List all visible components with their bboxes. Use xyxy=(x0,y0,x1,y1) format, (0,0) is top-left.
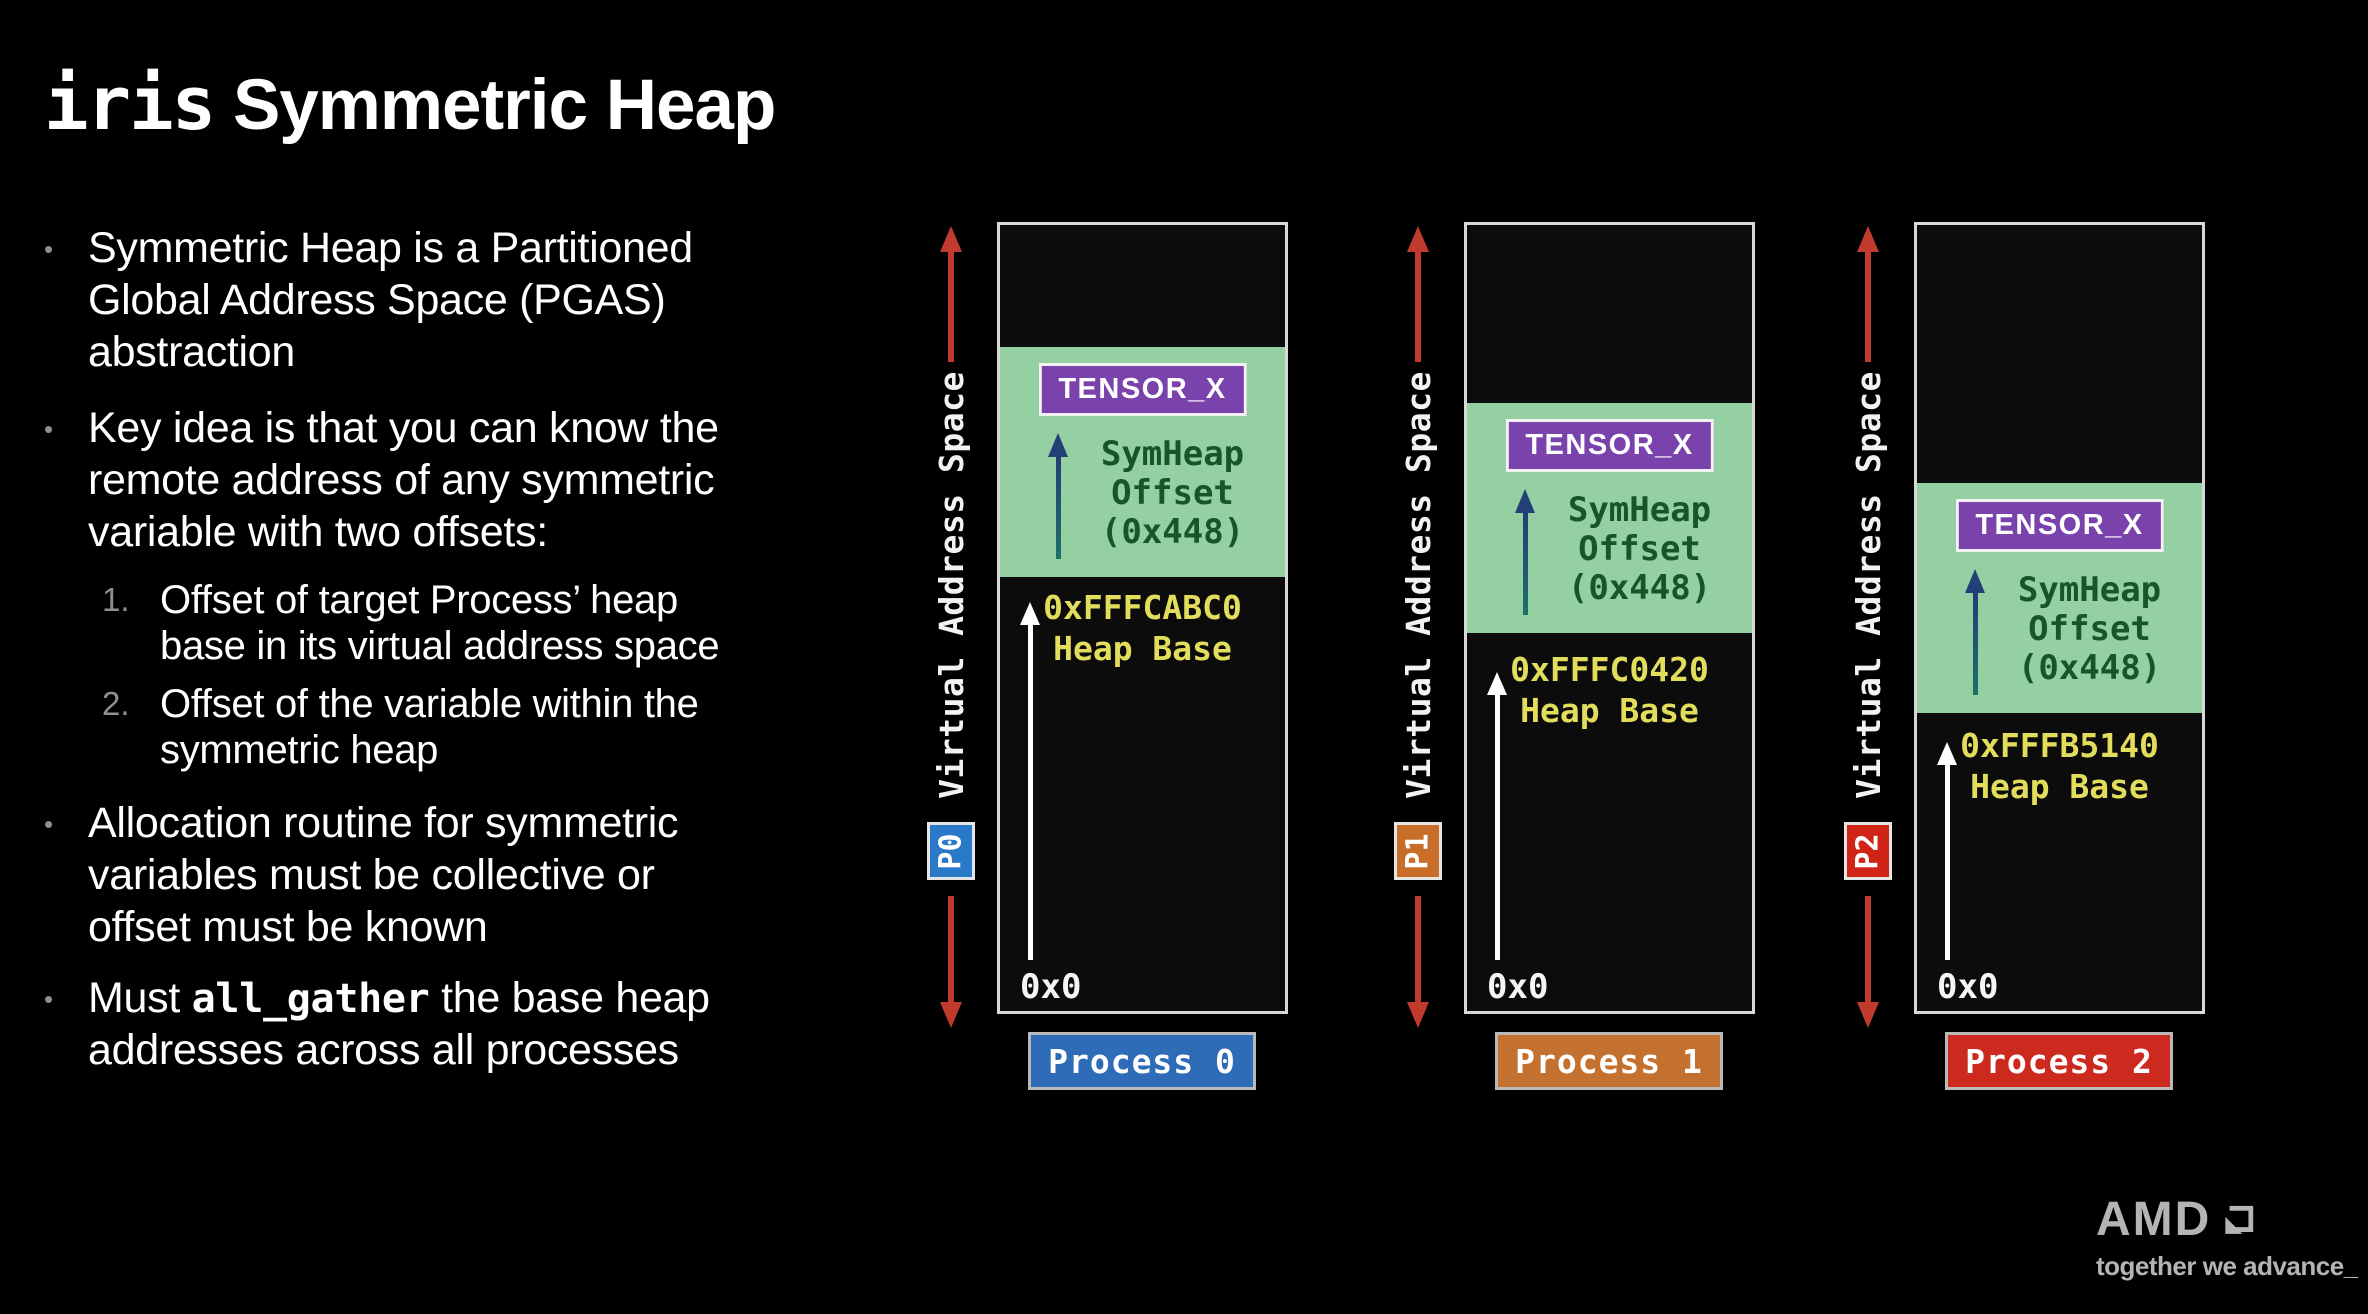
symmetric-heap-region: TENSOR_X SymHeap Offset (0x448) xyxy=(1467,403,1752,633)
list-item: • Allocation routine for symmetric varia… xyxy=(44,797,679,953)
title-rest-part: Symmetric Heap xyxy=(214,66,776,146)
process-name-plate: Process 2 xyxy=(1945,1032,2173,1090)
symmetric-heap-region: TENSOR_X SymHeap Offset (0x448) xyxy=(1000,347,1285,577)
symheap-offset-label: SymHeap Offset (0x448) xyxy=(1100,434,1245,552)
red-arrow-shaft xyxy=(948,250,954,362)
symheap-offset-label: SymHeap Offset (0x448) xyxy=(2017,570,2162,688)
red-arrow-down-icon xyxy=(1857,1002,1879,1028)
number-marker: 1. xyxy=(102,581,130,618)
virtual-address-space-label: Virtual Address Space xyxy=(1848,371,1888,799)
process-badge-label: P0 xyxy=(933,832,969,870)
bullet-text-post: the base heap addresses across all proce… xyxy=(88,974,710,1074)
symheap-offset-arrow-icon xyxy=(1515,489,1535,615)
bullet-text: Key idea is that you can know the remote… xyxy=(88,404,719,556)
address-space-box: TENSOR_X SymHeap Offset (0x448) 0xFFFCAB… xyxy=(997,222,1288,1014)
process-column-2: Virtual Address Space P2 TENSOR_X SymHea… xyxy=(1844,0,2205,1314)
bullet-marker: • xyxy=(44,809,54,839)
bullet-text: Must all_gather the base heap addresses … xyxy=(88,972,710,1076)
code-span: all_gather xyxy=(191,976,430,1022)
process-column-1: Virtual Address Space P1 TENSOR_X SymHea… xyxy=(1394,0,1755,1314)
title-mono-part: iris xyxy=(44,61,216,148)
red-arrow-up-icon xyxy=(1857,226,1879,252)
heap-base-arrow-icon xyxy=(1487,672,1507,960)
red-arrow-shaft xyxy=(1415,896,1421,1004)
heap-base-arrow-icon xyxy=(1020,602,1040,960)
tensor-label: TENSOR_X xyxy=(1955,499,2164,552)
origin-address-label: 0x0 xyxy=(1020,967,1082,1007)
amd-logo: AMD together we advance_ xyxy=(2096,1192,2358,1282)
process-badge: P1 xyxy=(1394,822,1442,880)
amd-wordmark: AMD xyxy=(2096,1193,2212,1246)
heap-base-arrow-icon xyxy=(1937,742,1957,960)
bullet-marker: • xyxy=(44,234,54,264)
red-arrow-down-icon xyxy=(940,1002,962,1028)
symheap-offset-arrow-icon xyxy=(1048,433,1068,559)
process-column-0: Virtual Address Space P0 TENSOR_X SymHea… xyxy=(927,0,1288,1314)
list-item-numbered: 2. Offset of the variable within the sym… xyxy=(102,681,699,773)
bullet-list: • Symmetric Heap is a Partitioned Global… xyxy=(44,0,884,1314)
process-badge-label: P1 xyxy=(1400,832,1436,870)
list-item: • Key idea is that you can know the remo… xyxy=(44,402,719,558)
red-arrow-up-icon xyxy=(1407,226,1429,252)
number-marker: 2. xyxy=(102,685,130,722)
address-space-box: TENSOR_X SymHeap Offset (0x448) 0xFFFC04… xyxy=(1464,222,1755,1014)
bullet-text-pre: Must xyxy=(88,974,192,1022)
red-arrow-shaft xyxy=(1415,250,1421,362)
list-item: • Must all_gather the base heap addresse… xyxy=(44,972,710,1076)
process-name-plate: Process 1 xyxy=(1495,1032,1723,1090)
symheap-offset-arrow-icon xyxy=(1965,569,1985,695)
origin-address-label: 0x0 xyxy=(1487,967,1549,1007)
heap-base-label: 0xFFFCABC0 Heap Base xyxy=(1043,588,1242,668)
process-badge: P2 xyxy=(1844,822,1892,880)
bullet-marker: • xyxy=(44,984,54,1014)
bullet-text: Allocation routine for symmetric variabl… xyxy=(88,799,679,951)
bullet-marker: • xyxy=(44,414,54,444)
list-item-numbered: 1. Offset of target Process’ heap base i… xyxy=(102,577,720,669)
heap-base-label: 0xFFFB5140 Heap Base xyxy=(1960,726,2159,806)
bullet-text: Offset of the variable within the symmet… xyxy=(160,682,699,772)
red-arrow-shaft xyxy=(948,896,954,1004)
bullet-text: Offset of target Process’ heap base in i… xyxy=(160,578,720,668)
list-item: • Symmetric Heap is a Partitioned Global… xyxy=(44,222,693,378)
red-arrow-down-icon xyxy=(1407,1002,1429,1028)
bullet-text: Symmetric Heap is a Partitioned Global A… xyxy=(88,224,693,376)
amd-arrow-icon xyxy=(2225,1205,2254,1234)
red-arrow-shaft xyxy=(1865,250,1871,362)
process-badge-label: P2 xyxy=(1850,832,1886,870)
process-badge: P0 xyxy=(927,822,975,880)
tensor-label: TENSOR_X xyxy=(1038,363,1247,416)
process-name-plate: Process 0 xyxy=(1028,1032,1256,1090)
address-space-box: TENSOR_X SymHeap Offset (0x448) 0xFFFB51… xyxy=(1914,222,2205,1014)
virtual-address-space-label: Virtual Address Space xyxy=(931,371,971,799)
heap-base-label: 0xFFFC0420 Heap Base xyxy=(1510,650,1709,730)
symheap-offset-label: SymHeap Offset (0x448) xyxy=(1567,490,1712,608)
symmetric-heap-region: TENSOR_X SymHeap Offset (0x448) xyxy=(1917,483,2202,713)
amd-tagline: together we advance_ xyxy=(2096,1251,2358,1281)
tensor-label: TENSOR_X xyxy=(1505,419,1714,472)
red-arrow-shaft xyxy=(1865,896,1871,1004)
red-arrow-up-icon xyxy=(940,226,962,252)
virtual-address-space-label: Virtual Address Space xyxy=(1398,371,1438,799)
page-title: iris Symmetric Heap xyxy=(44,61,776,148)
origin-address-label: 0x0 xyxy=(1937,967,1999,1007)
